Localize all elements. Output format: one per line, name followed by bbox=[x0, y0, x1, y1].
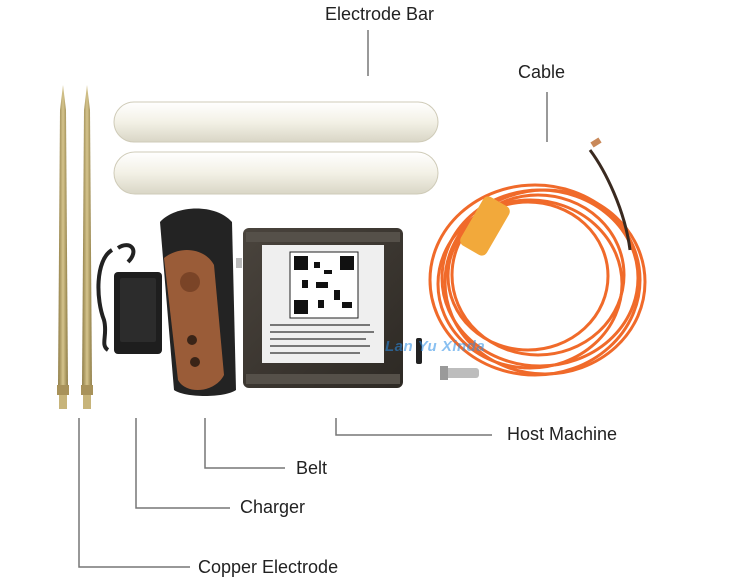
label-belt: Belt bbox=[296, 458, 328, 478]
electrode-bars bbox=[113, 101, 439, 195]
copper-electrodes bbox=[57, 85, 93, 409]
belt bbox=[160, 208, 242, 396]
host-machine bbox=[243, 228, 479, 388]
label-cable: Cable bbox=[518, 62, 566, 82]
cable-coil bbox=[428, 137, 647, 377]
label-host-machine: Host Machine bbox=[507, 424, 618, 444]
charger bbox=[96, 243, 162, 354]
label-electrode-bar: Electrode Bar bbox=[325, 4, 435, 24]
watermark: Lan Yu Xinda bbox=[385, 338, 486, 355]
leader-lines bbox=[78, 30, 548, 568]
label-charger: Charger bbox=[240, 497, 306, 517]
label-copper-electrode: Copper Electrode bbox=[198, 557, 339, 577]
